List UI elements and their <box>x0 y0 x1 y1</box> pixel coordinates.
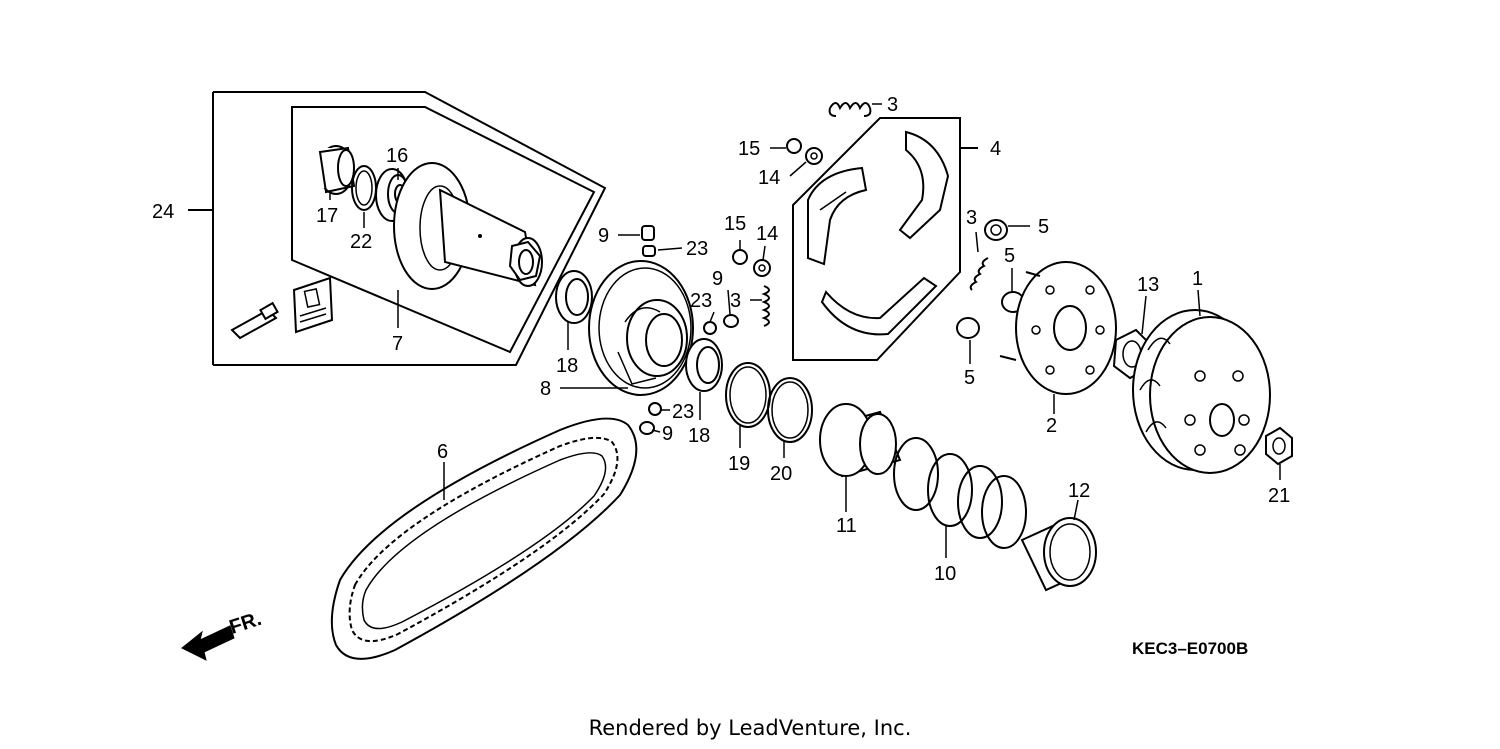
label-15-top: 15 <box>738 138 760 160</box>
part-1-clutch-outer <box>1132 309 1271 474</box>
part-9-pin-upper <box>641 225 655 241</box>
label-12: 12 <box>1068 480 1090 502</box>
part-5-damper-top <box>984 219 1008 241</box>
part-23-roller-lower <box>648 402 662 416</box>
part-2-drive-plate <box>999 261 1117 395</box>
part-15-clip-top <box>786 138 802 154</box>
label-15-mid: 15 <box>724 213 746 235</box>
part-3-spring-right <box>969 257 989 291</box>
part-19-o-ring <box>725 362 771 428</box>
label-17: 17 <box>316 205 338 227</box>
label-19: 19 <box>728 453 750 475</box>
instruction-sheet-icon <box>292 276 334 334</box>
label-4: 4 <box>990 138 1001 160</box>
label-9-upper: 9 <box>598 225 609 247</box>
part-3-spring-mid <box>761 285 770 327</box>
part-4-clutch-shoe-set <box>792 117 978 361</box>
part-12-spring-seat <box>1020 517 1097 592</box>
label-10: 10 <box>934 563 956 585</box>
part-11-seal-collar <box>819 403 902 478</box>
footer-credit: Rendered by LeadVenture, Inc. <box>588 716 912 740</box>
label-18-lower: 18 <box>688 425 710 447</box>
part-7-driven-face <box>393 162 543 290</box>
part-18-oil-seal-lower <box>685 338 723 392</box>
label-23-upper: 23 <box>686 238 708 260</box>
label-22: 22 <box>350 231 372 253</box>
part-15-clip-mid <box>732 249 748 265</box>
part-17-needle-bearing <box>318 145 356 195</box>
label-1: 1 <box>1192 268 1203 290</box>
grease-tube-icon <box>230 301 279 340</box>
label-13: 13 <box>1137 274 1159 296</box>
part-23-roller-upper <box>642 245 656 257</box>
assembly-24-bracket <box>188 91 607 366</box>
label-8: 8 <box>540 378 551 400</box>
label-7: 7 <box>392 333 403 355</box>
part-10-driven-spring <box>893 437 1027 549</box>
part-21-nut <box>1265 426 1293 466</box>
part-5-damper-low <box>956 317 980 339</box>
label-6: 6 <box>437 441 448 463</box>
label-23-lower: 23 <box>672 401 694 423</box>
label-3-right: 3 <box>966 207 977 229</box>
label-21: 21 <box>1268 485 1290 507</box>
label-11: 11 <box>836 515 857 537</box>
part-8-driven-plate <box>588 260 694 396</box>
label-9-lower: 9 <box>662 423 673 445</box>
part-14-washer-top <box>805 147 823 165</box>
part-9-pin-lower <box>639 421 655 435</box>
label-9-mid: 9 <box>712 268 723 290</box>
part-23-roller-mid <box>703 321 717 335</box>
part-3-spring-top <box>828 102 872 117</box>
label-14-top: 14 <box>758 167 780 189</box>
part-18-oil-seal-upper <box>555 270 593 324</box>
leader-lines <box>329 103 1281 558</box>
part-labels: 3 4 15 14 24 16 17 22 7 9 23 15 14 9 23 … <box>152 94 1290 585</box>
label-18-upper: 18 <box>556 355 578 377</box>
label-5-low: 5 <box>964 367 975 389</box>
front-direction-arrow-icon: FR. <box>181 608 264 661</box>
label-14-mid: 14 <box>756 223 778 245</box>
label-24: 24 <box>152 201 174 223</box>
label-23-mid: 23 <box>690 290 712 312</box>
part-14-washer-mid <box>753 259 771 277</box>
label-3-top: 3 <box>887 94 898 116</box>
part-6-drive-belt <box>330 417 638 660</box>
part-9-pin-mid <box>723 314 739 328</box>
direction-label: FR. <box>227 608 264 639</box>
part-20-o-ring <box>767 377 813 443</box>
diagram-code: KEC3–E0700B <box>1132 639 1248 658</box>
label-16: 16 <box>386 145 408 167</box>
label-5-mid: 5 <box>1004 245 1015 267</box>
label-3-mid: 3 <box>730 290 741 312</box>
label-20: 20 <box>770 463 792 485</box>
label-5-top: 5 <box>1038 216 1049 238</box>
label-2: 2 <box>1046 415 1057 437</box>
